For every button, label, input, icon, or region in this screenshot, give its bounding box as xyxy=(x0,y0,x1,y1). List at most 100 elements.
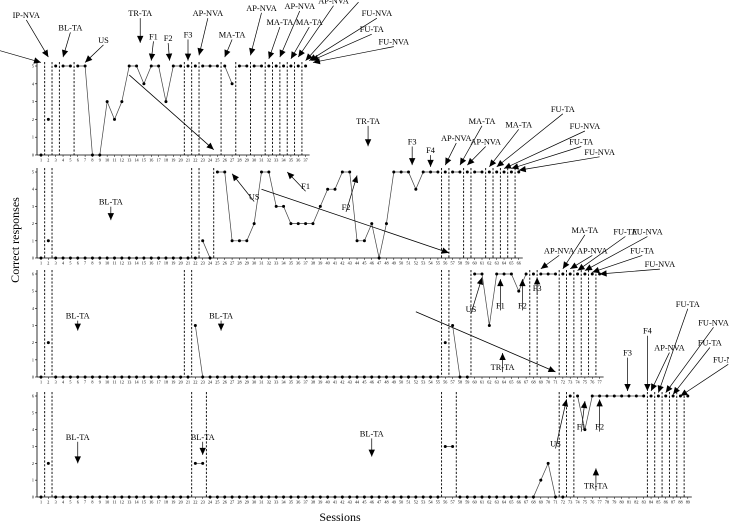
data-point xyxy=(208,375,212,379)
data-point xyxy=(223,495,227,499)
x-tick-label: 3 xyxy=(55,261,57,266)
x-tick-label: 5 xyxy=(69,500,71,505)
x-tick-label: 1 xyxy=(40,261,42,266)
phase-label-arrow xyxy=(592,255,643,273)
x-tick-label: 87 xyxy=(671,500,675,505)
x-tick-label: 54 xyxy=(428,380,433,385)
arrow-head xyxy=(85,55,93,63)
x-tick-label: 44 xyxy=(355,380,360,385)
data-point xyxy=(142,82,146,86)
data-point xyxy=(517,170,521,174)
data-point xyxy=(355,495,359,499)
data-point xyxy=(546,272,550,276)
data-point xyxy=(215,495,219,499)
data-point xyxy=(458,375,462,379)
x-tick-label: 24 xyxy=(208,158,213,163)
x-tick-label: 47 xyxy=(377,261,381,266)
phase-label: FU-NVA xyxy=(584,148,615,157)
x-tick-label: 83 xyxy=(642,500,646,505)
x-tick-label: 19 xyxy=(171,500,175,505)
data-point xyxy=(186,64,190,68)
data-point xyxy=(473,170,477,174)
data-point xyxy=(546,461,550,465)
data-point xyxy=(157,64,161,68)
x-tick-label: 15 xyxy=(142,380,146,385)
arrow-head xyxy=(657,384,664,393)
data-point xyxy=(245,64,249,68)
data-point xyxy=(274,495,278,499)
arrow-head xyxy=(592,468,600,476)
x-tick-label: 54 xyxy=(428,261,433,266)
y-tick-label: 2 xyxy=(32,461,34,466)
x-tick-label: 62 xyxy=(487,380,491,385)
x-tick-label: 46 xyxy=(370,261,374,266)
connector-arrow-head xyxy=(206,142,214,150)
y-tick-label: 5 xyxy=(32,289,34,294)
data-point xyxy=(340,375,344,379)
data-point xyxy=(105,256,109,260)
data-point xyxy=(465,170,469,174)
data-point xyxy=(333,187,337,191)
x-tick-label: 29 xyxy=(245,261,249,266)
arrow-head xyxy=(364,139,372,147)
phase-label: US xyxy=(98,36,109,45)
data-point xyxy=(252,495,256,499)
x-tick-label: 38 xyxy=(311,380,315,385)
x-tick-label: 18 xyxy=(164,261,168,266)
y-tick-label: 3 xyxy=(32,99,34,104)
data-point xyxy=(135,495,139,499)
baseline-connector-line xyxy=(261,188,450,254)
data-point xyxy=(531,495,535,499)
arrow-head xyxy=(519,279,526,287)
data-point xyxy=(157,495,161,499)
data-point xyxy=(260,170,263,174)
x-tick-label: 8 xyxy=(91,500,93,505)
x-tick-label: 46 xyxy=(370,380,374,385)
phase-label: F3 xyxy=(408,137,417,146)
data-point xyxy=(495,495,499,499)
data-point xyxy=(429,495,433,499)
x-tick-label: 24 xyxy=(208,261,213,266)
data-point xyxy=(612,394,616,398)
arrow-head xyxy=(165,53,173,61)
arrow-head xyxy=(61,49,69,58)
x-tick-label: 63 xyxy=(495,500,499,505)
data-point xyxy=(267,495,271,499)
data-point xyxy=(436,375,440,379)
x-tick-label: 60 xyxy=(473,261,477,266)
x-tick-label: 47 xyxy=(377,500,381,505)
arrow-head xyxy=(511,163,520,170)
data-point xyxy=(355,239,359,243)
phase-label: AP-NVA xyxy=(193,9,224,18)
data-point xyxy=(458,170,462,174)
arrow-head xyxy=(148,53,156,61)
y-tick-label: 3 xyxy=(32,204,34,209)
x-tick-label: 9 xyxy=(99,500,101,505)
data-point xyxy=(282,204,286,208)
arrow-head xyxy=(599,270,607,277)
x-tick-label: 67 xyxy=(524,380,528,385)
y-tick-label: 0 xyxy=(32,153,34,158)
data-point xyxy=(296,64,300,68)
data-point xyxy=(627,394,631,398)
x-tick-label: 7 xyxy=(84,158,86,163)
phase-label: MA-TA xyxy=(572,226,599,235)
data-point xyxy=(186,256,190,260)
phase-label: MA-TA xyxy=(266,18,293,27)
data-point xyxy=(443,341,447,345)
data-point xyxy=(98,375,102,379)
phase-label: US xyxy=(466,305,477,314)
x-tick-label: 49 xyxy=(392,500,396,505)
data-point xyxy=(333,495,337,499)
data-point xyxy=(480,272,484,276)
data-point xyxy=(164,495,168,499)
phase-label-arrow xyxy=(511,146,582,169)
data-point xyxy=(113,256,116,260)
x-tick-label: 54 xyxy=(428,500,433,505)
x-tick-label: 34 xyxy=(281,380,286,385)
data-point xyxy=(583,272,587,276)
data-point xyxy=(223,64,227,68)
phase-label-arrow xyxy=(680,364,729,397)
data-point xyxy=(201,64,205,68)
phase-label: BL-TA xyxy=(360,429,384,438)
